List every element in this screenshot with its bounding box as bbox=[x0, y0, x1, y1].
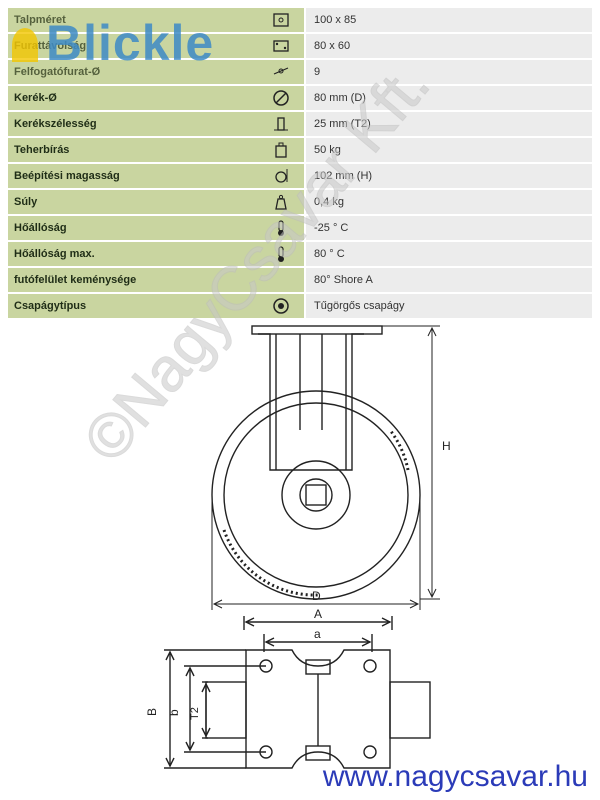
overall-height-icon bbox=[258, 164, 304, 190]
spec-label: Súly bbox=[8, 190, 258, 216]
spec-label: Teherbírás bbox=[8, 138, 258, 164]
spec-row: futófelület keménysége 80° Shore A bbox=[8, 268, 592, 294]
weight-icon bbox=[258, 190, 304, 216]
spec-label: Csapágytípus bbox=[8, 294, 258, 320]
spec-value: 80 ° C bbox=[304, 242, 592, 268]
bolt-hole-diameter-icon bbox=[258, 60, 304, 86]
fork-bracket bbox=[258, 333, 364, 471]
spec-value: 0,4 kg bbox=[304, 190, 592, 216]
spec-value: 50 kg bbox=[304, 138, 592, 164]
plate-size-icon bbox=[258, 8, 304, 34]
spec-row: Furattávolság 80 x 60 bbox=[8, 34, 592, 60]
spec-row: Talpméret 100 x 85 bbox=[8, 8, 592, 34]
label-b: b bbox=[167, 709, 181, 716]
spec-row: Kerék-Ø 80 mm (D) bbox=[8, 86, 592, 112]
spec-label: Furattávolság bbox=[8, 34, 258, 60]
spec-label: Hőállóság bbox=[8, 216, 258, 242]
load-capacity-icon bbox=[258, 138, 304, 164]
wheel-diameter-icon bbox=[258, 86, 304, 112]
label-a: a bbox=[314, 627, 321, 641]
spec-value: 9 bbox=[304, 60, 592, 86]
spec-row: Felfogatófurat-Ø 9 bbox=[8, 60, 592, 86]
wheel-tread-inner bbox=[223, 402, 409, 588]
label-B: B bbox=[145, 708, 159, 716]
footer-url: www.nagycsavar.hu bbox=[322, 760, 588, 793]
axle-nut bbox=[305, 484, 327, 506]
wheel-top-right bbox=[389, 681, 431, 739]
bolt-hole-spacing-icon bbox=[258, 34, 304, 60]
spec-value: 25 mm (T2) bbox=[304, 112, 592, 138]
spec-value: -25 ° C bbox=[304, 216, 592, 242]
wheel-hub bbox=[281, 460, 351, 530]
spec-label: futófelület keménysége bbox=[8, 268, 258, 294]
plate-outline bbox=[245, 649, 391, 769]
spec-label: Hőállóság max. bbox=[8, 242, 258, 268]
spec-label: Kerék-Ø bbox=[8, 86, 258, 112]
spec-value: 80 x 60 bbox=[304, 34, 592, 60]
spec-value: 100 x 85 bbox=[304, 8, 592, 34]
wheel-top-left bbox=[205, 681, 247, 739]
spec-row: Hőállóság -25 ° C bbox=[8, 216, 592, 242]
axle bbox=[299, 478, 333, 512]
thermometer-icon bbox=[258, 216, 304, 242]
bearing-icon bbox=[258, 294, 304, 320]
spec-value: 102 mm (H) bbox=[304, 164, 592, 190]
label-T2: T2 bbox=[189, 707, 201, 720]
wheel-width-icon bbox=[258, 112, 304, 138]
spec-label: Kerékszélesség bbox=[8, 112, 258, 138]
wheel-outer bbox=[211, 390, 421, 600]
label-A: A bbox=[314, 607, 322, 621]
spec-value: 80 mm (D) bbox=[304, 86, 592, 112]
spec-label: Beépítési magasság bbox=[8, 164, 258, 190]
top-plate bbox=[251, 325, 383, 335]
spec-icon-empty bbox=[258, 268, 304, 294]
spec-row: Hőállóság max. 80 ° C bbox=[8, 242, 592, 268]
spec-row: Teherbírás 50 kg bbox=[8, 138, 592, 164]
spec-label: Talpméret bbox=[8, 8, 258, 34]
spec-row: Csapágytípus Tűgörgős csapágy bbox=[8, 294, 592, 320]
spec-row: Kerékszélesség 25 mm (T2) bbox=[8, 112, 592, 138]
label-H: H bbox=[442, 439, 451, 453]
spec-value: 80° Shore A bbox=[304, 268, 592, 294]
spec-label: Felfogatófurat-Ø bbox=[8, 60, 258, 86]
spec-row: Beépítési magasság 102 mm (H) bbox=[8, 164, 592, 190]
technical-drawing: H D bbox=[145, 325, 451, 769]
thermometer-icon bbox=[258, 242, 304, 268]
spec-value: Tűgörgős csapágy bbox=[304, 294, 592, 320]
label-D: D bbox=[312, 589, 321, 603]
spec-row: Súly 0,4 kg bbox=[8, 190, 592, 216]
